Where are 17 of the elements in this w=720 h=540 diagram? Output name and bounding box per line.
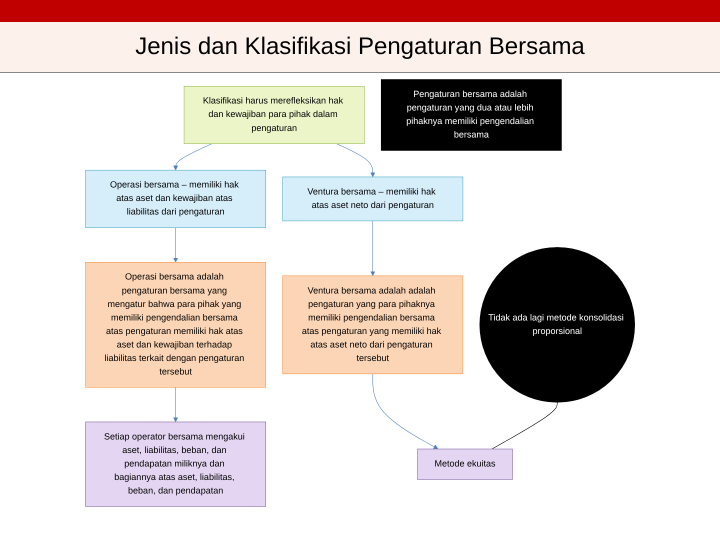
- node-box: Operasi bersama – memiliki hak atas aset dan kewajiban atas liabilitas dari pengaturan: [85, 170, 266, 228]
- arrow: [173, 227, 178, 263]
- node-box: Ventura bersama – memiliki hak atas aset neto dari pengaturan: [282, 176, 464, 222]
- connector: [492, 402, 558, 450]
- arrow: [370, 220, 376, 276]
- node-box: Setiap operator bersama mengakui aset, liabilitas, beban, dan pendapatan miliknya dan bagiannya atas aset, liabilitas, beban, dan pendapatan: [85, 422, 266, 507]
- arrow: [173, 387, 178, 422]
- node-circle: Tidak ada lagi metode konsolidasi proporsional: [479, 247, 635, 403]
- node-box: Operasi bersama adalah pengaturan bersama yang mengatur bahwa para pihak yang memiliki pengendalian bersama atas pengaturan memiliki hak atas aset dan kewajiban terhadap liabilitas terkait dengan pengaturan tersebut: [85, 262, 266, 388]
- node-box: Metode ekuitas: [417, 448, 513, 480]
- node-box: Ventura bersama adalah adalah pengaturan yang para pihaknya memiliki pengendalian bersama atas pengaturan yang memiliki hak atas aset neto dari pengaturan tersebut: [282, 276, 464, 374]
- arrow: [372, 374, 438, 450]
- arrow: [336, 143, 376, 178]
- node-box: Pengaturan bersama adalah pengaturan yang dua atau lebih pihaknya memiliki pengendalian bersama: [380, 79, 562, 151]
- slide-title: Jenis dan Klasifikasi Pengaturan Bersama: [0, 0, 720, 73]
- node-box: Klasifikasi harus merefleksikan hak dan kewajiban para pihak dalam pengaturan: [184, 86, 364, 144]
- arrow: [173, 143, 212, 170]
